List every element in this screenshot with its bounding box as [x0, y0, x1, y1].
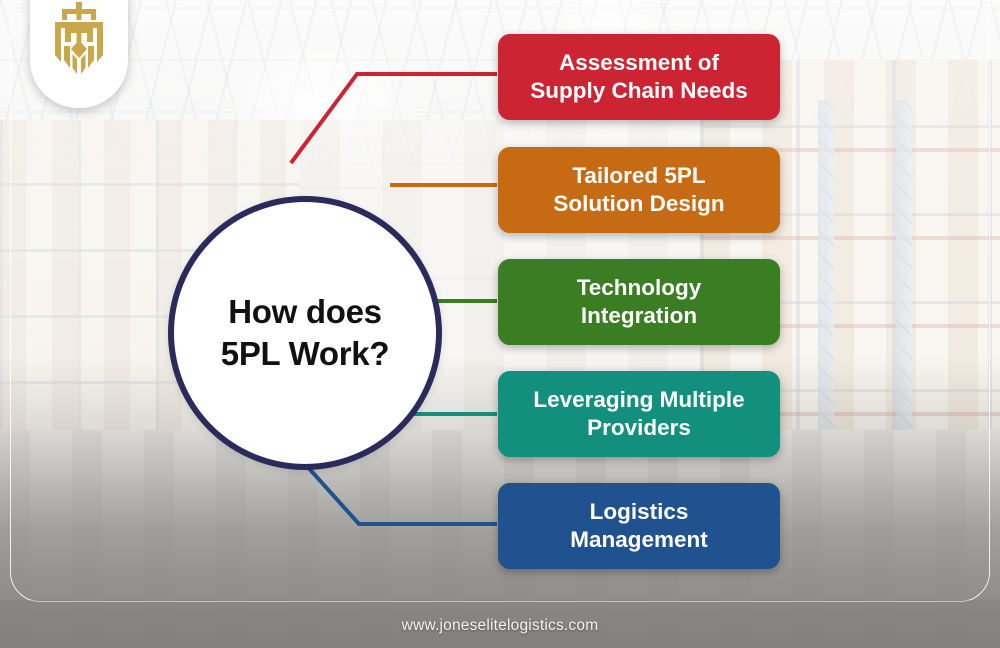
center-circle: How does 5PL Work?: [168, 196, 442, 470]
step-1-label-line-1: Assessment of: [558, 50, 720, 76]
step-box-assessment-of-supply-chain-needs[interactable]: Assessment of Supply Chain Needs: [498, 34, 780, 120]
footer-website-url[interactable]: www.joneselitelogistics.com: [401, 617, 599, 634]
step-4-label-line-2: Providers: [587, 415, 691, 440]
step-3-label-line-2: Integration: [580, 303, 698, 328]
step-box-leveraging-multiple-providers[interactable]: Leveraging Multiple Providers: [498, 371, 780, 457]
footer-band: [0, 600, 1000, 648]
step-4-label-line-1: Leveraging Multiple: [533, 387, 745, 413]
step-5-label-line-2: Management: [570, 527, 708, 552]
step-3-label-line-1: Technology: [576, 275, 702, 301]
step-box-technology-integration[interactable]: Technology Integration: [498, 259, 780, 345]
center-title-line-2: 5PL Work?: [220, 335, 390, 372]
page-title: How does 5PL Work?: [220, 291, 390, 375]
center-title-line-1: How does: [228, 292, 382, 330]
step-5-label-line-1: Logistics: [589, 499, 689, 525]
step-box-tailored-5pl-solution-design[interactable]: Tailored 5PL Solution Design: [498, 147, 780, 233]
step-1-label-line-2: Supply Chain Needs: [530, 78, 748, 103]
step-box-logistics-management[interactable]: Logistics Management: [498, 483, 780, 569]
jones-elite-crown-shield-logo-icon: [55, 2, 103, 74]
step-2-label-line-1: Tailored 5PL: [572, 163, 706, 189]
brand-logo-badge: [30, 0, 128, 108]
step-2-label-line-2: Solution Design: [553, 191, 725, 216]
